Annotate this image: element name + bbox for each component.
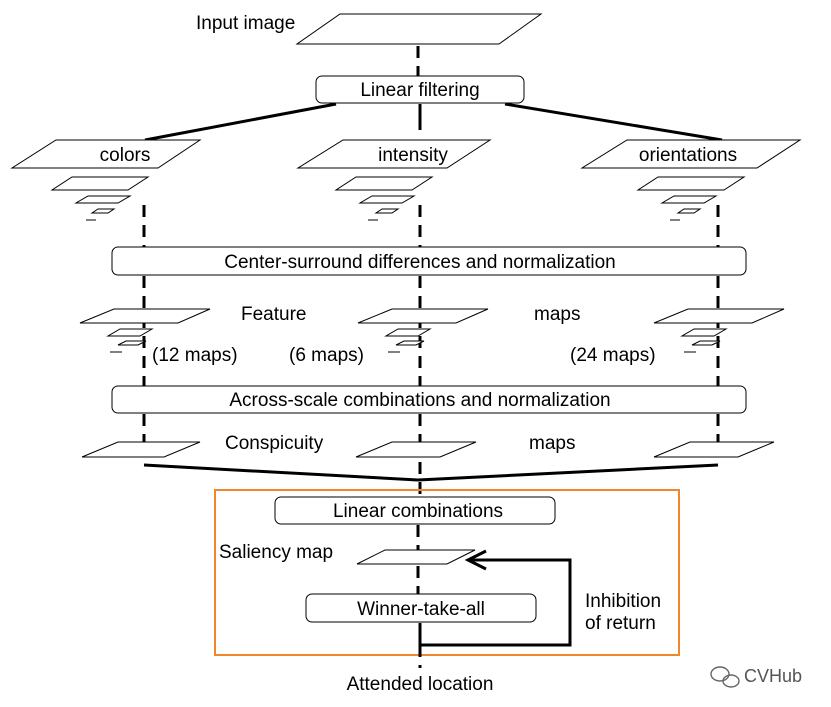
colors-plane [10, 139, 202, 169]
converge-orientations [417, 463, 719, 482]
intensity-maps-count: (6 maps) [289, 345, 364, 366]
orientations-conspicuity-plane [653, 441, 775, 458]
input-image-label: Input image [196, 13, 295, 34]
inhibition-line1: Inhibition [585, 591, 661, 612]
saliency-map-label: Saliency map [219, 542, 333, 563]
intensity-plane [296, 139, 492, 169]
colors-maps-count: (12 maps) [152, 345, 238, 366]
watermark: CVHub [710, 666, 802, 688]
orientations-feature-pyramid [653, 308, 785, 353]
intensity-feature-pyramid [357, 308, 489, 353]
orientations-pyramid [636, 176, 746, 221]
center-surround-label: Center-surround differences and normaliz… [224, 252, 615, 273]
intensity-conspicuity-plane [355, 441, 477, 458]
feature-word: Feature [241, 304, 306, 325]
colors-label: colors [100, 145, 151, 166]
attention-module-frame [214, 489, 680, 656]
orientations-maps-count: (24 maps) [570, 345, 656, 366]
intensity-label: intensity [378, 145, 448, 166]
across-scale-stage: Across-scale combinations and normalizat… [111, 385, 747, 414]
intensity-pyramid [334, 176, 434, 221]
saliency-map-plane [356, 549, 476, 565]
colors-feature-pyramid [79, 308, 211, 353]
linear-combinations-label: Linear combinations [333, 501, 503, 522]
colors-pyramid [50, 176, 150, 221]
linear-filtering-stage: Linear filtering [315, 75, 525, 104]
inhibition-feedback-loop [418, 558, 572, 647]
chat-bubble-icon [710, 666, 740, 688]
linear-filtering-label: Linear filtering [360, 80, 479, 101]
winner-take-all-stage: Winner-take-all [305, 593, 537, 623]
orientations-label: orientations [639, 145, 737, 166]
linear-combinations-stage: Linear combinations [274, 496, 556, 525]
conspicuity-word: Conspicuity [225, 433, 324, 454]
orientations-plane [580, 139, 802, 169]
colors-conspicuity-plane [81, 441, 201, 458]
conspicuity-maps-word: maps [529, 433, 575, 454]
attended-location-label: Attended location [347, 674, 494, 695]
across-scale-label: Across-scale combinations and normalizat… [229, 390, 610, 411]
feature-maps-word: maps [534, 304, 580, 325]
converge-colors [143, 463, 419, 482]
branch-orientations [504, 102, 723, 142]
feedback-arrowhead [464, 549, 487, 571]
inhibition-line2: of return [585, 613, 656, 634]
branch-colors [144, 102, 337, 142]
watermark-text: CVHub [744, 666, 802, 686]
center-surround-stage: Center-surround differences and normaliz… [111, 246, 747, 276]
input-image-plane [295, 13, 543, 45]
winner-take-all-label: Winner-take-all [357, 599, 485, 620]
